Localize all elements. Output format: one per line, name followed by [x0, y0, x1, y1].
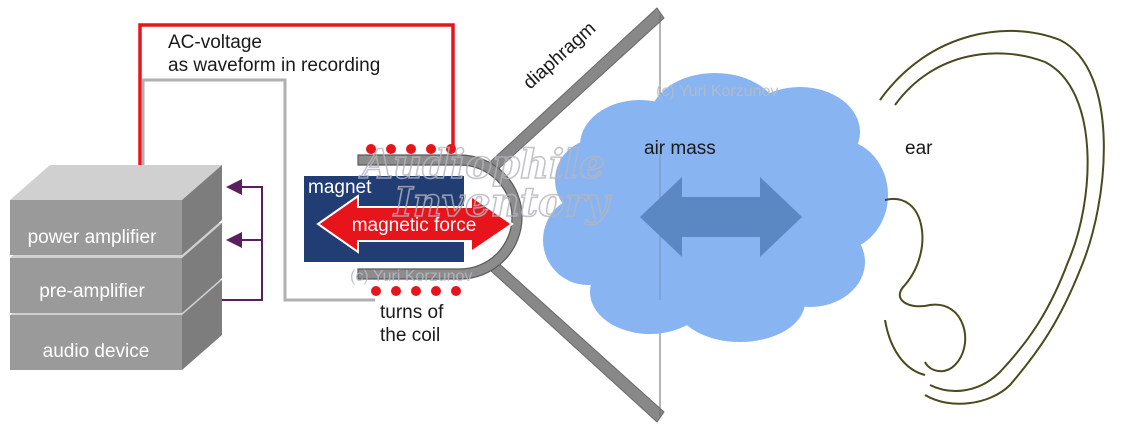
watermark-brand-line2: Inventory: [393, 179, 612, 226]
pre-amplifier-label: pre-amplifier: [39, 281, 145, 302]
watermark-brand-line1: Audiophile: [358, 141, 605, 188]
device-power-amplifier: power amplifier: [10, 165, 222, 255]
watermark-copyright-mid: (c) Yuri Korzunov: [350, 268, 472, 285]
signal-wire: [138, 23, 455, 165]
audio-device-label: audio device: [43, 341, 150, 362]
ear-outline: [879, 29, 1105, 405]
power-amplifier-label: power amplifier: [28, 227, 157, 248]
ac-voltage-label-line2: as waveform in recording: [168, 55, 380, 76]
air-mass-arrow: [640, 177, 802, 257]
coil-turns-bottom: [371, 286, 461, 296]
coil-label-line1: turns of: [380, 302, 444, 323]
ear-label: ear: [905, 138, 933, 159]
ac-voltage-label-line1: AC-voltage: [168, 32, 262, 53]
coil-housing: [357, 154, 523, 280]
feedback-arrows: [220, 179, 263, 301]
magnetic-force-label: magnetic force: [352, 215, 477, 236]
air-mass-label: air mass: [644, 138, 716, 159]
magnet-label: magnet: [308, 177, 372, 198]
watermark-copyright-top: (c) Yuri Korzunov: [656, 83, 778, 100]
return-wire: [141, 78, 375, 302]
coil-turns-top: [366, 144, 456, 154]
coil-label-line2: the coil: [380, 325, 440, 346]
magnetic-force-arrow: [316, 194, 514, 254]
